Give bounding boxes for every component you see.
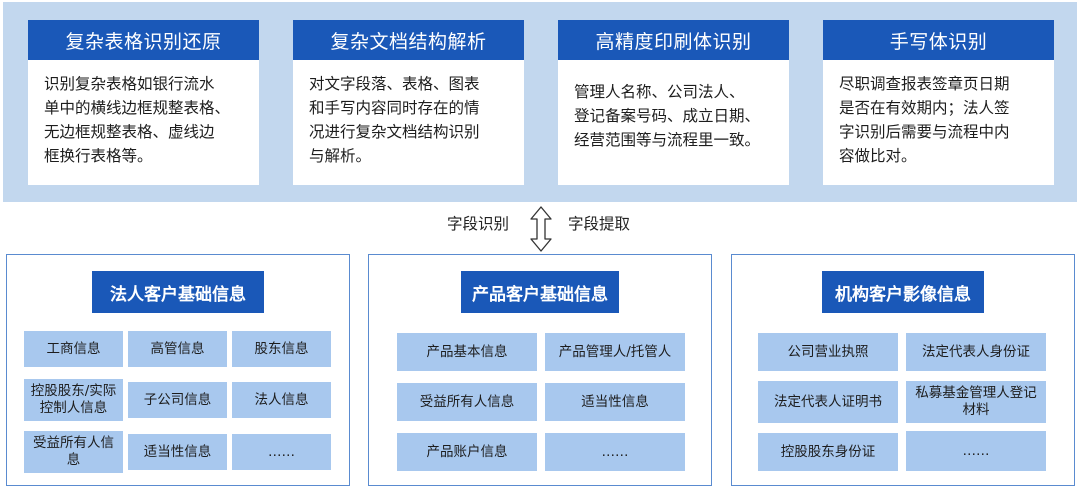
capability-card-handwriting: 手写体识别 尽职调查报表签章页日期 是否在有效期内；法人签 字识别后需要与流程中…: [823, 20, 1054, 185]
info-item: 受益所有人信息: [397, 383, 537, 421]
group-corporate-client-info: 法人客户基础信息 工商信息 高管信息 股东信息 控股股东/实际控制人信息 子公司…: [6, 254, 350, 486]
capability-description: 对文字段落、表格、图表 和手写内容同时存在的情 况进行复杂文档结构识别 与解析。: [309, 75, 480, 165]
info-item: 私募基金管理人登记材料: [906, 381, 1046, 423]
capability-card-print-recognition: 高精度印刷体识别 管理人名称、公司法人、 登记备案号码、成立日期、 经营范围等与…: [558, 20, 789, 185]
info-item: ……: [906, 431, 1046, 471]
info-item: 适当性信息: [545, 383, 685, 421]
info-item: 控股股东身份证: [758, 433, 898, 471]
group-title: 机构客户影像信息: [822, 271, 984, 313]
capability-title: 复杂表格识别还原: [28, 20, 259, 60]
capability-description: 尽职调查报表签章页日期 是否在有效期内；法人签 字识别后需要与流程中内 容做比对…: [839, 75, 1010, 165]
capability-card-complex-table: 复杂表格识别还原 识别复杂表格如银行流水 单中的横线边框规整表格、 无边框规整表…: [28, 20, 259, 185]
capability-title: 高精度印刷体识别: [558, 20, 789, 60]
info-item: ……: [545, 433, 685, 471]
info-item: 控股股东/实际控制人信息: [24, 379, 123, 421]
info-item: 产品账户信息: [397, 433, 537, 471]
info-item: 工商信息: [24, 331, 123, 367]
capability-description: 管理人名称、公司法人、 登记备案号码、成立日期、 经营范围等与流程里一致。: [574, 83, 761, 149]
info-item: 产品基本信息: [397, 333, 537, 371]
field-recognition-label: 字段识别: [447, 215, 510, 233]
group-product-client-info: 产品客户基础信息 产品基本信息 产品管理人/托管人 受益所有人信息 适当性信息 …: [368, 254, 712, 486]
info-item: 公司营业执照: [758, 333, 898, 371]
group-title: 产品客户基础信息: [461, 271, 619, 313]
capability-title: 复杂文档结构解析: [293, 20, 524, 60]
info-item: 法定代表人身份证: [906, 333, 1046, 371]
info-item: 适当性信息: [128, 434, 227, 470]
info-item: 法人信息: [232, 382, 331, 418]
info-item: 股东信息: [232, 331, 331, 367]
info-item: 产品管理人/托管人: [545, 333, 685, 371]
info-item: 子公司信息: [128, 382, 227, 418]
capability-title: 手写体识别: [823, 20, 1054, 60]
group-institution-image-info: 机构客户影像信息 公司营业执照 法定代表人身份证 法定代表人证明书 私募基金管理…: [731, 254, 1075, 486]
info-item: ……: [232, 434, 331, 470]
double-arrow-icon: [530, 206, 552, 252]
info-item: 法定代表人证明书: [758, 381, 898, 423]
info-item: 受益所有人信息: [24, 431, 123, 473]
capability-card-doc-structure: 复杂文档结构解析 对文字段落、表格、图表 和手写内容同时存在的情 况进行复杂文档…: [293, 20, 524, 185]
group-title: 法人客户基础信息: [92, 271, 264, 313]
field-extraction-label: 字段提取: [568, 215, 631, 233]
info-item: 高管信息: [128, 331, 227, 367]
capability-description: 识别复杂表格如银行流水 单中的横线边框规整表格、 无边框规整表格、虚线边 框换行…: [44, 75, 231, 165]
